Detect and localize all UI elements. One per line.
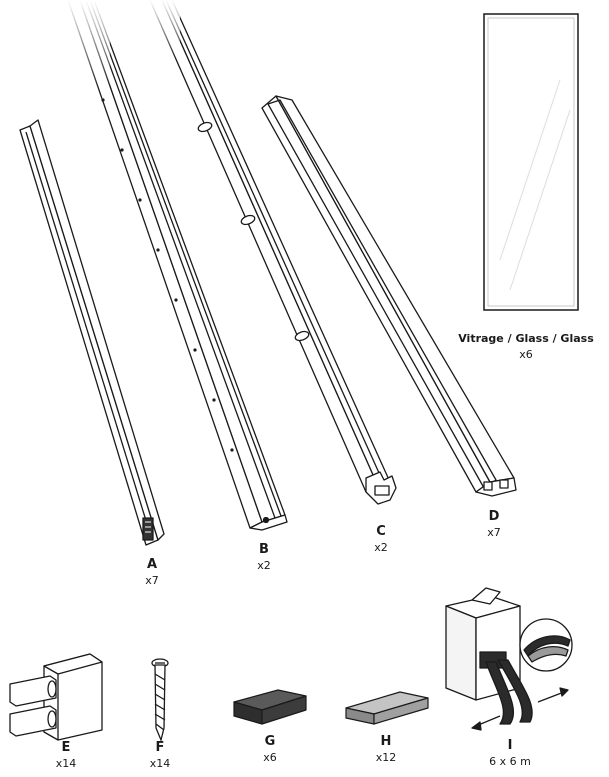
label-f-qty: x14 (150, 757, 171, 770)
label-a-qty: x7 (145, 574, 159, 587)
label-c-qty: x2 (374, 541, 388, 554)
label-d-letter: D (489, 509, 500, 524)
label-a-letter: A (147, 557, 157, 572)
glass-panel (483, 13, 579, 311)
label-g-letter: G (265, 734, 276, 749)
label-i-letter: I (508, 738, 513, 753)
part-g-block (233, 689, 307, 725)
glass-qty: x6 (519, 348, 533, 361)
label-e-qty: x14 (56, 757, 77, 770)
part-i-tape (445, 587, 573, 731)
label-e-letter: E (62, 740, 71, 755)
label-i-qty: 6 x 6 m (489, 755, 531, 768)
part-e-connector (9, 653, 103, 741)
part-f-screw (151, 658, 169, 743)
label-f-letter: F (156, 740, 165, 755)
profile-a (19, 119, 165, 546)
glass-title: Vitrage / Glass / Glass (458, 332, 594, 345)
label-d-qty: x7 (487, 526, 501, 539)
label-h-letter: H (381, 734, 392, 749)
label-b-letter: B (259, 542, 269, 557)
label-c-letter: C (376, 524, 386, 539)
profile-d (261, 95, 517, 497)
profile-c (140, 0, 397, 505)
label-g-qty: x6 (263, 751, 277, 764)
part-h-block (345, 691, 429, 725)
profile-b (60, 0, 288, 531)
label-h-qty: x12 (376, 751, 397, 764)
label-b-qty: x2 (257, 559, 271, 572)
